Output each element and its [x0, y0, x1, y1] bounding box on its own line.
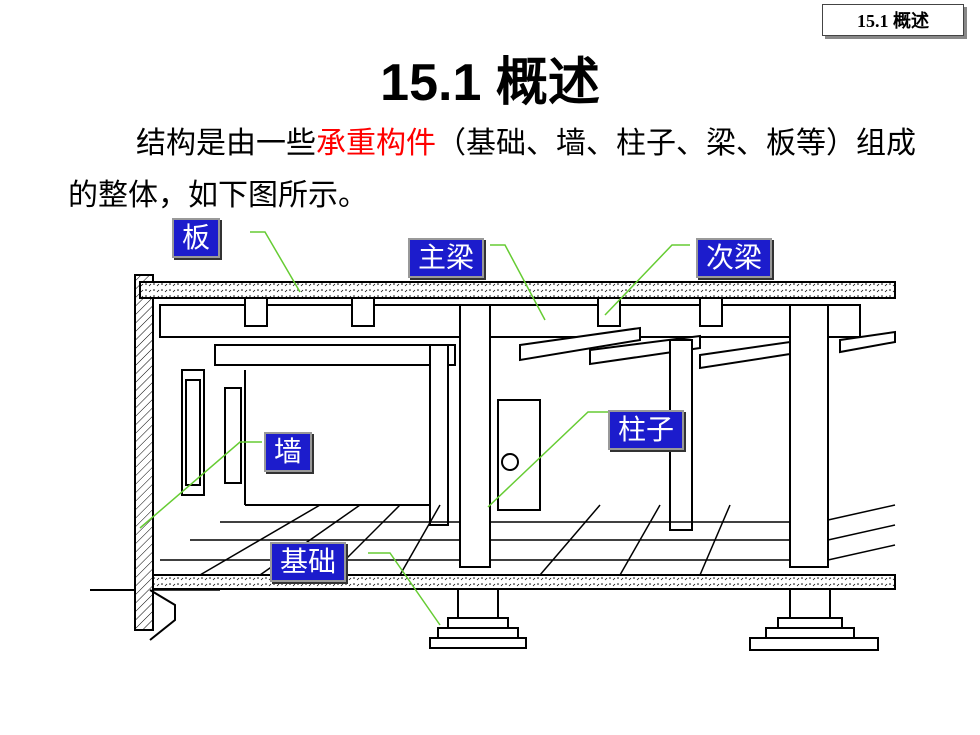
label-column: 柱子 — [608, 410, 685, 450]
label-slab: 板 — [172, 218, 221, 258]
para-text-1: 结构是由一些 — [136, 126, 316, 161]
label-main-beam: 主梁 — [408, 238, 485, 278]
section-tag: 15.1 概述 — [822, 4, 964, 36]
slab — [139, 281, 896, 299]
footing-2 — [789, 588, 831, 622]
floor-slab — [152, 574, 896, 590]
page-title: 15.1 概述 — [380, 54, 600, 112]
intro-paragraph: 结构是由一些承重构件（基础、墙、柱子、梁、板等）组成的整体，如下图所示。 — [68, 118, 928, 222]
secondary-beam — [519, 326, 641, 362]
para-text-2: （基础、墙、柱子、梁、板等）组成的整体，如下图所示。 — [68, 126, 916, 213]
wall-left — [134, 274, 154, 631]
para-highlight: 承重构件 — [316, 126, 436, 161]
label-secondary-beam: 次梁 — [696, 238, 773, 278]
footing-1 — [457, 588, 499, 622]
label-foundation: 基础 — [270, 542, 347, 582]
main-beam — [159, 304, 861, 338]
label-wall: 墙 — [264, 432, 313, 472]
column-1 — [459, 304, 491, 568]
column-2 — [789, 304, 829, 568]
